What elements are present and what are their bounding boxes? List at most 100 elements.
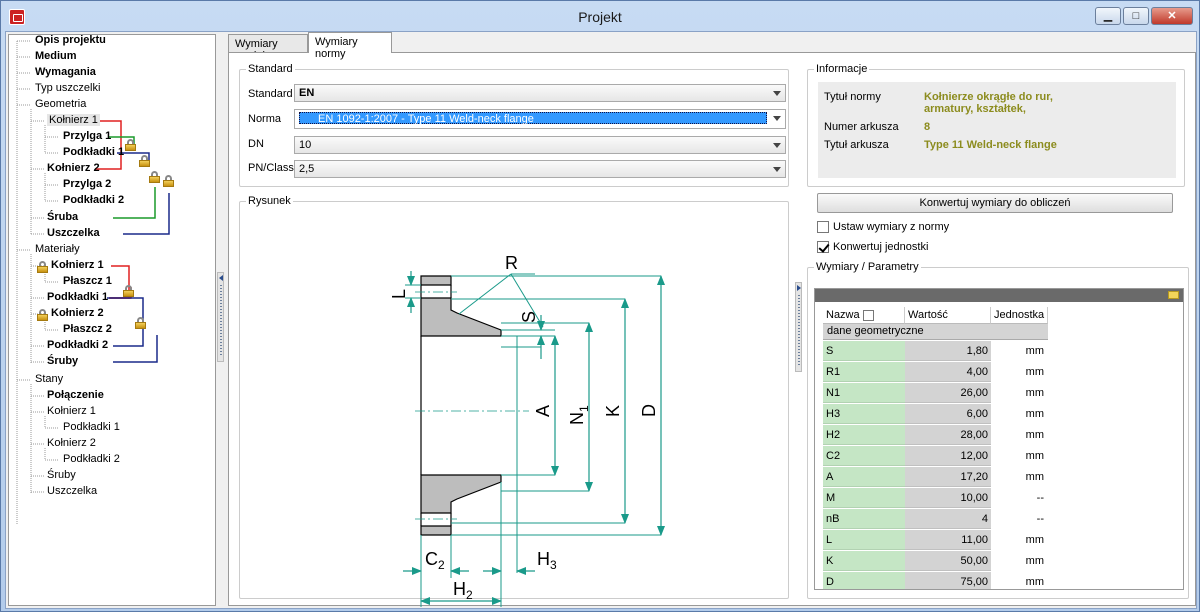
close-button[interactable]: ✕ bbox=[1151, 7, 1193, 25]
tree-item[interactable]: Kołnierz 1 bbox=[51, 259, 104, 271]
info-sheet-number-label: Numer arkusza bbox=[824, 121, 899, 133]
cell-value[interactable]: 10,00 bbox=[905, 488, 991, 508]
params-grid: Nazwa Wartość Jednostka dane geometryczn… bbox=[814, 288, 1184, 590]
tree-item[interactable]: Typ uszczelki bbox=[35, 82, 101, 94]
cell-value[interactable]: 6,00 bbox=[905, 404, 991, 424]
tree-item[interactable]: Uszczelka bbox=[47, 485, 98, 497]
lock-icon bbox=[139, 155, 150, 167]
maximize-button[interactable]: □ bbox=[1123, 7, 1149, 25]
tree-item[interactable]: Podkładki 2 bbox=[63, 194, 125, 206]
column-header-unit[interactable]: Jednostka bbox=[991, 307, 1048, 324]
tree-item[interactable]: Kołnierz 1 bbox=[47, 405, 96, 417]
tree-item[interactable]: Przylga 2 bbox=[63, 178, 112, 190]
tree-item[interactable]: Podkładki 2 bbox=[63, 453, 120, 465]
flange-drawing: R L S A N1 K D C2 H3 H2 bbox=[389, 253, 665, 607]
params-group-label: Wymiary / Parametry bbox=[814, 261, 921, 273]
info-title-label: Tytuł normy bbox=[824, 91, 881, 103]
convert-dimensions-button[interactable]: Konwertuj wymiary do obliczeń bbox=[817, 193, 1173, 213]
cell-value[interactable]: 28,00 bbox=[905, 425, 991, 445]
norma-select[interactable]: EN 1092-1:2007 - Type 11 Weld-neck flang… bbox=[294, 109, 786, 129]
tree-item[interactable]: Połączenie bbox=[47, 389, 104, 401]
cell-value[interactable]: 11,00 bbox=[905, 530, 991, 550]
cell-value[interactable]: 17,20 bbox=[905, 467, 991, 487]
chevron-down-icon bbox=[773, 116, 781, 121]
cell-value[interactable]: 50,00 bbox=[905, 551, 991, 571]
tree-item[interactable]: Medium bbox=[35, 50, 77, 62]
tree-item[interactable]: Stany bbox=[35, 373, 64, 385]
set-from-norm-checkbox[interactable] bbox=[817, 221, 829, 233]
tab-wymiary-normy[interactable]: Wymiary normy bbox=[308, 32, 392, 60]
cell-value[interactable]: 1,80 bbox=[905, 341, 991, 361]
column-header-name[interactable]: Nazwa bbox=[823, 307, 905, 324]
tree-item[interactable]: Śruba bbox=[47, 211, 79, 223]
tree-item[interactable]: Podkładki 2 bbox=[47, 339, 109, 351]
tree-item[interactable]: Kołnierz 2 bbox=[47, 162, 100, 174]
norma-label: Norma bbox=[248, 113, 282, 125]
tree-item[interactable]: Opis projektu bbox=[35, 34, 106, 46]
cell-value[interactable]: 4 bbox=[905, 509, 991, 529]
lock-icon bbox=[135, 317, 146, 329]
minimize-button[interactable]: ▁ bbox=[1095, 7, 1121, 25]
cell-name: K bbox=[823, 551, 905, 571]
cell-name: R1 bbox=[823, 362, 905, 382]
info-title-value: Kołnierze okrągłe do rur, bbox=[924, 91, 1053, 103]
dim-label-c2: C2 bbox=[425, 549, 445, 572]
dn-select[interactable]: 10 bbox=[294, 136, 786, 154]
tree-item[interactable]: Kołnierz 1 bbox=[47, 114, 100, 126]
tree-item[interactable]: Śruby bbox=[47, 355, 79, 367]
filter-checkbox[interactable] bbox=[862, 309, 874, 321]
cell-value[interactable]: 12,00 bbox=[905, 446, 991, 466]
pn-select[interactable]: 2,5 bbox=[294, 160, 786, 178]
info-sheet-number-value: 8 bbox=[924, 121, 931, 133]
tree-item[interactable]: Kołnierz 2 bbox=[47, 437, 96, 449]
title-bar: Projekt ▁ □ ✕ bbox=[1, 1, 1199, 31]
tree-item[interactable]: Geometria bbox=[35, 98, 87, 110]
tab-wymiary-modelu[interactable]: Wymiary modelu bbox=[228, 34, 308, 62]
group-row-geometry[interactable]: dane geometryczne bbox=[823, 324, 1048, 340]
standard-select[interactable]: EN bbox=[294, 84, 786, 102]
tree-item[interactable]: Kołnierz 2 bbox=[51, 307, 104, 319]
column-header-value[interactable]: Wartość bbox=[905, 307, 991, 324]
tree-item[interactable]: Uszczelka bbox=[47, 227, 100, 239]
tree-item[interactable]: Śruby bbox=[47, 469, 76, 481]
cell-name: nB bbox=[823, 509, 905, 529]
tree-item[interactable]: Przylga 1 bbox=[63, 130, 112, 142]
tree-item[interactable]: Podkładki 1 bbox=[63, 421, 120, 433]
tree-item[interactable]: Wymagania bbox=[35, 66, 96, 78]
tree-item[interactable]: Płaszcz 2 bbox=[63, 323, 112, 335]
pn-label: PN/Class bbox=[248, 162, 294, 174]
cell-unit: -- bbox=[1036, 513, 1044, 525]
folder-icon[interactable] bbox=[1168, 291, 1179, 299]
dim-label-s: S bbox=[519, 311, 539, 323]
cell-value[interactable]: 75,00 bbox=[905, 572, 991, 589]
tree-item[interactable]: Materiały bbox=[35, 243, 80, 255]
cell-unit: mm bbox=[1025, 555, 1044, 567]
tree-item[interactable]: Płaszcz 1 bbox=[63, 275, 112, 287]
tree-item[interactable]: Podkładki 1 bbox=[47, 291, 109, 303]
tree-item[interactable]: Podkładki 1 bbox=[63, 146, 125, 158]
dim-label-d: D bbox=[639, 404, 659, 417]
info-sheet-title-label: Tytuł arkusza bbox=[824, 139, 889, 151]
cell-value[interactable]: 26,00 bbox=[905, 383, 991, 403]
convert-units-checkbox[interactable] bbox=[817, 241, 829, 253]
panel-splitter[interactable] bbox=[795, 282, 802, 372]
tree-lines bbox=[16, 40, 170, 525]
cell-name: L bbox=[823, 530, 905, 550]
cell-unit: mm bbox=[1025, 387, 1044, 399]
tree-splitter[interactable] bbox=[217, 272, 224, 362]
cell-name: N1 bbox=[823, 383, 905, 403]
cell-value[interactable]: 4,00 bbox=[905, 362, 991, 382]
cell-unit: mm bbox=[1025, 345, 1044, 357]
